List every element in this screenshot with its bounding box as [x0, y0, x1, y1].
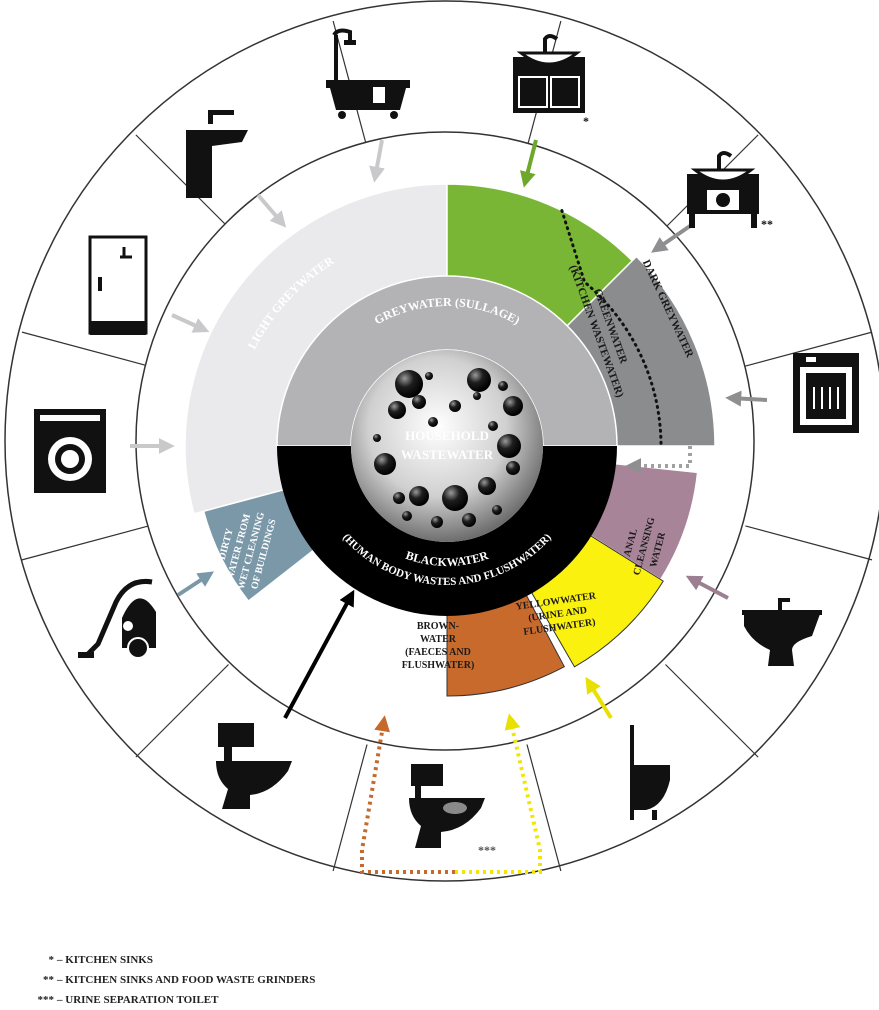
brownwater-label: BROWN- WATER (FAECES AND FLUSHWATER): [402, 621, 475, 671]
legend-mark-3: ***: [37, 994, 55, 1006]
arrow-shower: [171, 313, 210, 333]
washing-machine-icon: [34, 409, 106, 493]
separation-toilet-mark: ***: [478, 843, 496, 857]
sector-divider: [135, 664, 229, 758]
bubble: [395, 370, 423, 398]
arrow-washbasin: [256, 193, 287, 228]
bubble: [428, 417, 438, 427]
bubble: [449, 400, 461, 412]
bubble: [462, 513, 476, 527]
sector-divider: [665, 664, 759, 758]
household-wastewater-sphere: HOUSEHOLD WASTEWATER: [351, 350, 543, 542]
bubble: [388, 401, 406, 419]
bubble: [478, 477, 496, 495]
blackwater-band: [277, 446, 617, 616]
arrow-vacuum: [176, 571, 215, 597]
washbasin-icon: [186, 110, 248, 198]
arrow-bathtub: [369, 139, 385, 183]
sector-divider: [21, 331, 149, 367]
separation-toilet-icon: ***: [409, 764, 496, 857]
arrow-yellowwater-dotted: [455, 713, 542, 874]
sector-divider: [745, 331, 873, 367]
arrow-kitchen-sink: [520, 139, 538, 188]
bubble: [425, 372, 433, 380]
arrow-sink-grinder: [651, 224, 692, 253]
legend-row-2: **– KITCHEN SINKS AND FOOD WASTE GRINDER…: [20, 970, 315, 990]
arrow-urinal: [585, 676, 613, 720]
svg-text:BROWN-: BROWN-: [417, 621, 459, 632]
bubble: [473, 392, 481, 400]
bubble: [374, 453, 396, 475]
legend: *– KITCHEN SINKS **– KITCHEN SINKS AND F…: [20, 950, 316, 1010]
center-label-line1: HOUSEHOLD: [405, 428, 489, 443]
kitchen-sink-mark: *: [583, 114, 589, 128]
svg-text:WATER: WATER: [420, 634, 457, 645]
svg-text:FLUSHWATER): FLUSHWATER): [402, 660, 475, 671]
svg-text:(FAECES AND: (FAECES AND: [405, 647, 471, 658]
bubble: [467, 368, 491, 392]
toilet-icon: [216, 723, 292, 809]
bubble: [442, 485, 468, 511]
bubble: [492, 505, 502, 515]
legend-mark-1: *: [48, 954, 55, 966]
bubble: [409, 486, 429, 506]
arrow-toilet: [283, 589, 355, 719]
bubble: [402, 511, 412, 521]
sector-divider: [21, 525, 149, 561]
vacuum-cleaner-icon: [78, 578, 156, 659]
bathtub-icon: [326, 28, 410, 119]
sector-divider: [526, 744, 562, 872]
legend-text-3: – URINE SEPARATION TOILET: [57, 994, 219, 1006]
arrow-dishwasher: [725, 390, 768, 407]
bubble: [497, 434, 521, 458]
arrow-bidet: [685, 575, 729, 600]
sector-divider: [135, 134, 229, 228]
legend-row-3: ***– URINE SEPARATION TOILET: [20, 990, 315, 1010]
bubble: [498, 381, 508, 391]
legend-row-1: *– KITCHEN SINKS: [20, 950, 315, 970]
bidet-icon: [742, 598, 822, 666]
sink-grinder-icon: **: [687, 151, 773, 231]
bubble: [373, 434, 381, 442]
legend-mark-2: **: [43, 974, 54, 986]
legend-text-1: – KITCHEN SINKS: [57, 954, 153, 966]
bubble: [431, 516, 443, 528]
flow-arrows: [130, 139, 768, 874]
urinal-icon: [630, 725, 670, 820]
sector-divider: [745, 525, 873, 561]
sink-grinder-mark: **: [761, 217, 773, 231]
kitchen-sink-icon: *: [513, 34, 589, 128]
bubble: [506, 461, 520, 475]
dishwasher-icon: [793, 353, 859, 433]
center-label-line2: WASTEWATER: [401, 447, 494, 462]
bubble: [488, 421, 498, 431]
sector-divider: [332, 744, 368, 872]
bubble: [412, 395, 426, 409]
bubbles: [373, 368, 523, 528]
dark-greywater-divider: [560, 209, 663, 448]
bubble: [393, 492, 405, 504]
shower-icon: [88, 235, 148, 335]
bubble: [503, 396, 523, 416]
blackwater-label: BLACKWATER: [404, 548, 490, 569]
legend-text-2: – KITCHEN SINKS AND FOOD WASTE GRINDERS: [57, 974, 316, 986]
